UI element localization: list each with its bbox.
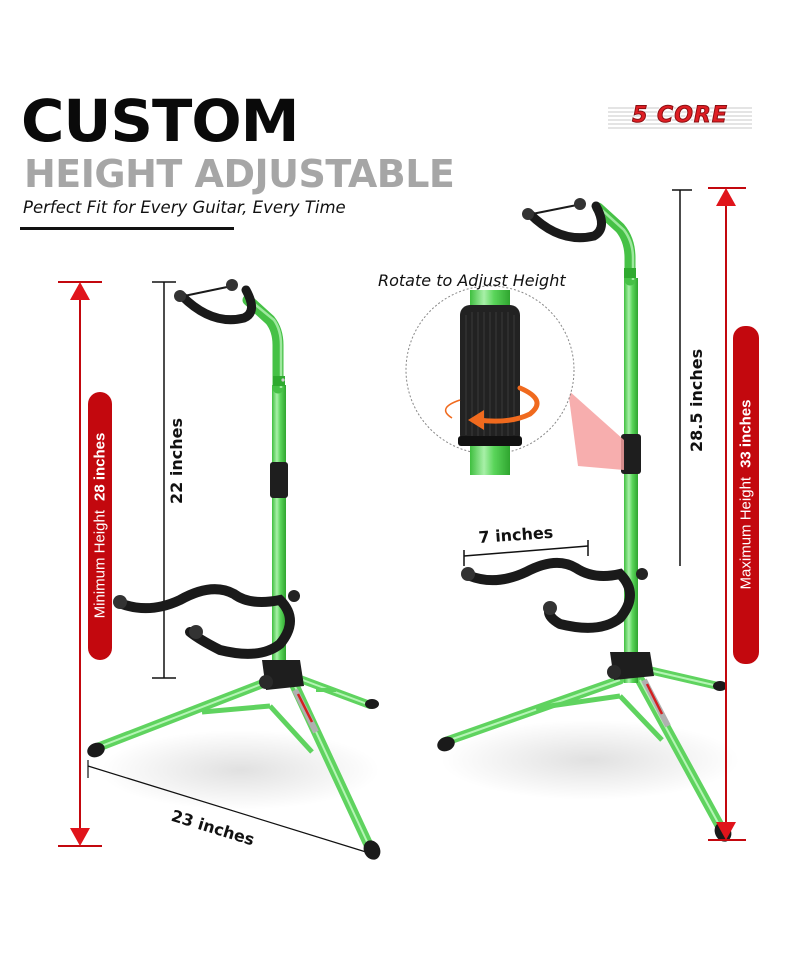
arrow-down-icon: [716, 822, 736, 840]
arrow-up-icon: [716, 188, 736, 206]
max-height-value: 33 inches: [737, 399, 755, 468]
min-height-pill: [88, 392, 112, 660]
arrow-down-icon: [70, 828, 90, 846]
min-height-dimension: [58, 281, 102, 847]
arrow-up-icon: [70, 282, 90, 300]
left-neck-height-label: 22 inches: [167, 418, 186, 504]
max-height-pill: [733, 326, 759, 664]
callout-cone: [568, 390, 624, 470]
min-height-label: Minimum Height: [91, 510, 109, 619]
tagline-underline: [20, 227, 234, 230]
height-adjust-knob: [270, 462, 288, 498]
max-height-label: Maximum Height: [737, 476, 755, 590]
guitar-stand-right: [437, 198, 740, 842]
headline-subtitle: HEIGHT ADJUSTABLE: [24, 152, 455, 196]
guitar-stand-left: [87, 279, 381, 860]
rotate-callout: [405, 285, 624, 475]
callout-label: Rotate to Adjust Height: [378, 271, 566, 290]
brand-logo: 5 CORE: [606, 98, 754, 136]
tagline: Perfect Fit for Every Guitar, Every Time: [23, 198, 346, 217]
rotate-arrow-icon: [444, 385, 540, 430]
max-height-pill-text: Maximum Height 33 inches: [737, 326, 755, 664]
cradle-width-dimension: [463, 540, 589, 566]
brand-logo-text: 5 CORE: [632, 103, 728, 129]
min-height-pill-text: Minimum Height 28 inches: [91, 392, 109, 660]
height-adjust-knob: [621, 434, 641, 474]
right-neck-height-label: 28.5 inches: [687, 348, 706, 452]
neck-height-dimension-left: [152, 281, 176, 679]
headline-title: CUSTOM: [21, 87, 299, 155]
max-height-dimension: [708, 187, 746, 841]
logo-stripes-icon: [608, 107, 752, 129]
min-height-value: 28 inches: [91, 432, 109, 501]
neck-height-dimension-right: [672, 189, 692, 566]
